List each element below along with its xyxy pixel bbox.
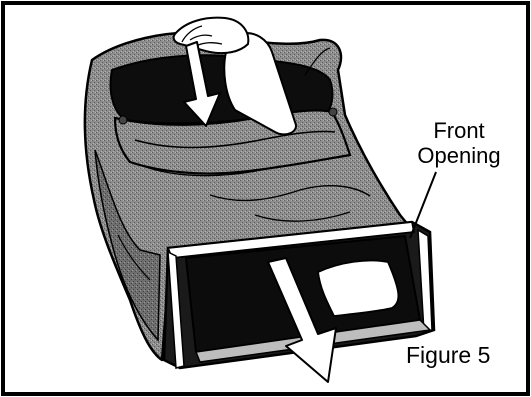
frame-left-post: [167, 250, 185, 369]
front-opening-label: Front Opening: [404, 118, 514, 168]
leader-line: [409, 171, 437, 239]
figure-caption: Figure 5: [402, 342, 495, 369]
bag-fold: [94, 149, 161, 342]
arm: [223, 32, 297, 136]
collar-rivet: [118, 115, 128, 125]
bag-wrinkle: [209, 185, 371, 202]
bag-wrinkle: [304, 47, 331, 76]
collar-rivet: [328, 107, 338, 117]
down-arrow-icon: [183, 41, 221, 127]
front-opening-label-line2: Opening: [417, 143, 501, 168]
down-arrow-icon: [267, 257, 337, 383]
bag-wrinkle: [134, 130, 336, 149]
front-opening-label-line1: Front: [433, 118, 485, 143]
bag-wrinkle: [254, 211, 351, 222]
frame-right-post: [417, 228, 433, 333]
bag-wrinkle: [139, 164, 281, 177]
bag-wrinkle: [117, 234, 151, 281]
arm-in-opening: [317, 259, 400, 317]
